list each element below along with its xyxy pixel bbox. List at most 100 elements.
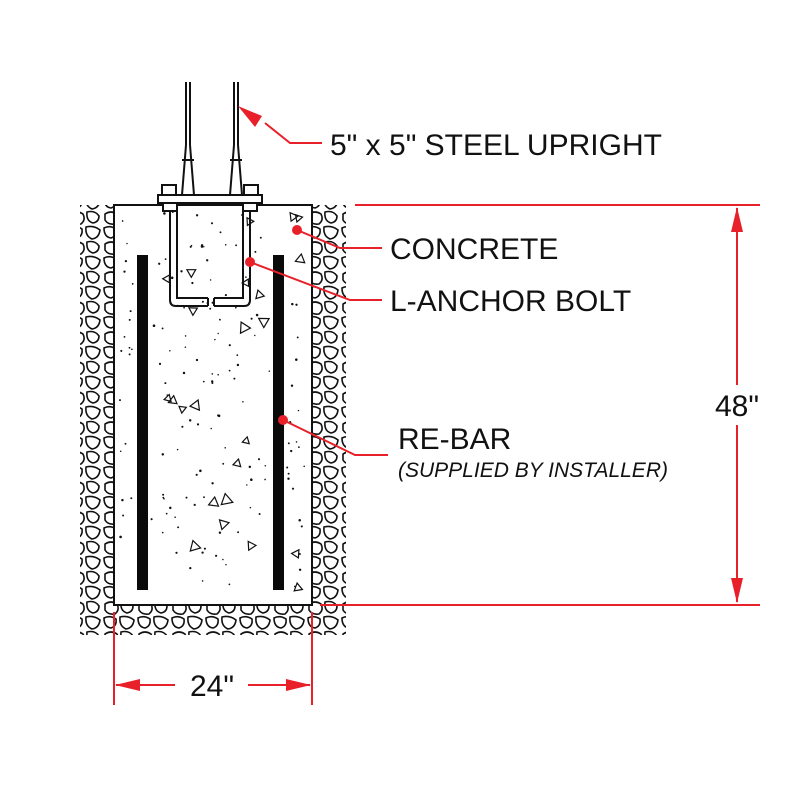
aggregate-dot <box>296 336 299 339</box>
aggregate-dot <box>235 244 238 247</box>
anchor-callout: L-ANCHOR BOLT <box>390 285 631 318</box>
aggregate-dot <box>290 384 294 387</box>
steel-upright <box>181 82 243 196</box>
aggregate-stone <box>178 405 188 415</box>
aggregate-dot <box>123 335 126 338</box>
aggregate-dot <box>228 583 231 586</box>
aggregate-dot <box>119 450 122 452</box>
aggregate-dot <box>199 469 202 473</box>
aggregate-dot <box>217 332 219 335</box>
aggregate-dot <box>191 281 194 285</box>
aggregate-dot <box>203 496 205 499</box>
aggregate-stone <box>257 317 271 329</box>
aggregate-dot <box>203 547 206 550</box>
aggregate-dot <box>224 244 227 246</box>
aggregate-dot <box>201 580 204 582</box>
aggregate-dot <box>242 400 244 403</box>
aggregate-dot <box>255 313 259 317</box>
aggregate-stone <box>294 252 306 264</box>
aggregate-stone <box>189 539 202 552</box>
aggregate-dot <box>185 496 188 499</box>
aggregate-stone <box>294 213 304 224</box>
width-dimension-label: 24" <box>190 670 234 703</box>
aggregate-dot <box>128 353 131 356</box>
rebar-leader <box>278 415 388 456</box>
aggregate-stone <box>290 548 300 559</box>
aggregate-dot <box>287 442 290 445</box>
rebar-callout: RE-BAR <box>398 423 511 456</box>
aggregate-dot <box>214 338 216 341</box>
aggregate-dot <box>161 453 165 456</box>
aggregate-dot <box>234 306 237 309</box>
aggregate-dot <box>180 270 183 273</box>
rebar-left <box>137 255 148 590</box>
aggregate-dot <box>211 482 214 485</box>
aggregate-dot <box>158 262 161 265</box>
aggregate-dot <box>217 373 219 376</box>
aggregate-dot <box>259 236 262 239</box>
aggregate-dot <box>303 465 305 468</box>
aggregate-dot <box>298 568 302 572</box>
aggregate-dot <box>202 380 205 383</box>
aggregate-dot <box>295 303 298 306</box>
aggregate-dot <box>169 506 172 510</box>
aggregate-dot <box>163 212 166 215</box>
aggregate-dot <box>195 473 198 476</box>
aggregate-dot <box>161 531 164 534</box>
aggregate-dot <box>211 373 214 375</box>
aggregate-dot <box>250 478 253 481</box>
aggregate-dot <box>177 526 180 529</box>
aggregate-stone <box>185 269 197 279</box>
aggregate-dot <box>298 519 301 522</box>
concrete-leader <box>292 225 382 249</box>
aggregate-dot <box>181 425 184 428</box>
aggregate-dot <box>290 449 293 453</box>
aggregate-dot <box>128 346 131 349</box>
aggregate-dot <box>122 514 125 517</box>
aggregate-dot <box>246 484 248 486</box>
aggregate-dot <box>291 487 295 490</box>
aggregate-dot <box>169 349 171 352</box>
aggregate-dot <box>297 409 300 412</box>
aggregate-dot <box>293 585 296 588</box>
aggregate-dot <box>295 441 298 443</box>
aggregate-dot <box>300 525 303 528</box>
aggregate-dot <box>195 358 199 362</box>
aggregate-stone <box>162 393 172 403</box>
aggregate-dot <box>210 427 212 430</box>
gravel-right <box>312 205 346 635</box>
aggregate-dot <box>222 558 224 561</box>
aggregate-dot <box>184 335 187 337</box>
aggregate-dot <box>165 512 168 515</box>
aggregate-dot <box>128 318 131 321</box>
concrete-aggregate <box>119 211 306 592</box>
aggregate-dot <box>124 442 127 445</box>
aggregate-dot <box>182 371 186 375</box>
aggregate-dot <box>150 518 153 521</box>
aggregate-dot <box>164 382 167 385</box>
depth-dimension <box>320 204 760 606</box>
aggregate-dot <box>218 318 221 321</box>
aggregate-dot <box>196 423 200 426</box>
aggregate-dot <box>286 466 289 469</box>
aggregate-dot <box>228 369 231 372</box>
concrete-callout: CONCRETE <box>390 233 558 266</box>
aggregate-dot <box>250 317 253 320</box>
aggregate-dot <box>188 419 192 422</box>
aggregate-stone <box>240 278 250 288</box>
aggregate-dot <box>254 334 256 337</box>
aggregate-dot <box>228 344 231 347</box>
aggregate-dot <box>124 259 128 263</box>
aggregate-stone <box>207 495 220 507</box>
aggregate-dot <box>123 270 126 273</box>
aggregate-dot <box>119 535 122 539</box>
aggregate-dot <box>291 302 294 306</box>
depth-dimension-label: 48" <box>715 390 759 423</box>
aggregate-stone <box>231 457 242 468</box>
aggregate-dot <box>209 279 212 281</box>
aggregate-stone <box>247 540 258 552</box>
aggregate-dot <box>222 462 225 465</box>
gravel-backfill <box>80 205 346 635</box>
aggregate-dot <box>206 259 209 262</box>
